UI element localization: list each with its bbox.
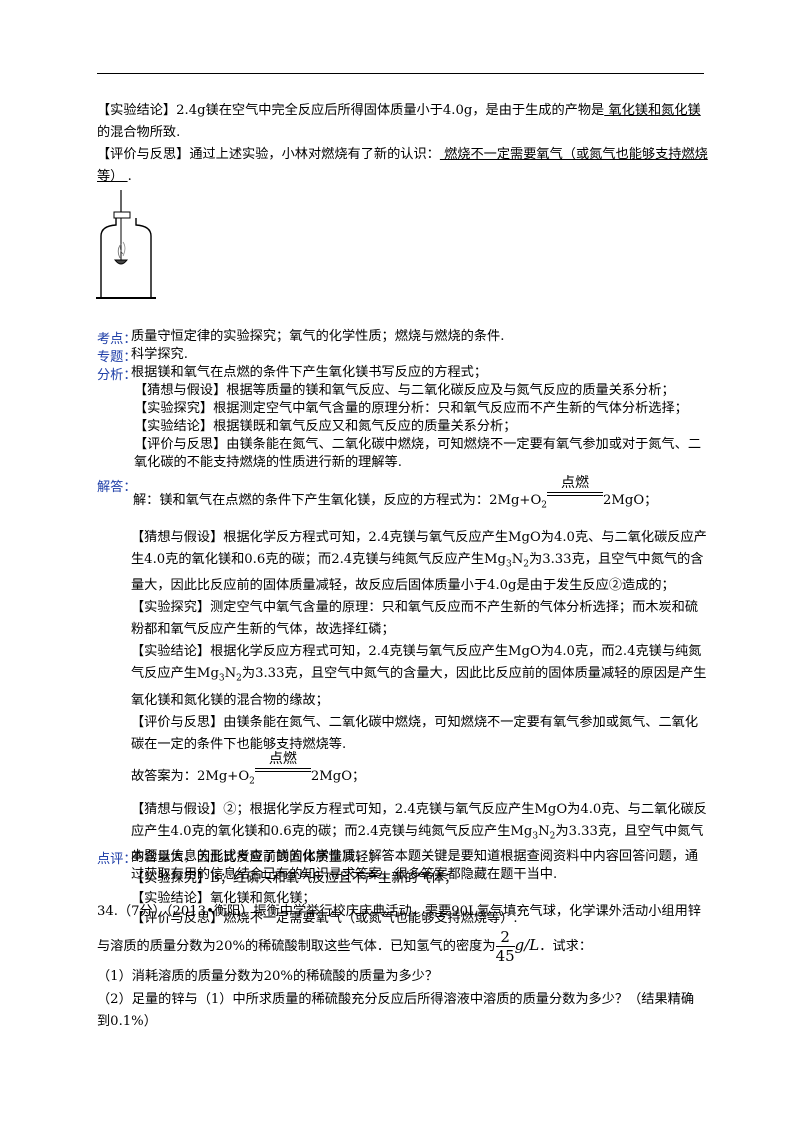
- fenxi-body: 根据镁和氧气在点燃的条件下产生氧化镁书写反应的方程式； 【猜想与假设】根据等质量…: [131, 364, 711, 472]
- reflection-tail: .: [127, 169, 132, 184]
- fenxi-line-4: 【实验结论】根据镁既和氧气反应又和氮气反应的质量关系分析；: [134, 419, 517, 434]
- answer-conclusion: 【实验结论】氧化镁和氮化镁；: [131, 891, 316, 907]
- answer-hypothesis: 【猜想与假设】②；根据化学反方程式可知，2.4克镁与氧气反应产生MgO为4.0克…: [131, 801, 707, 866]
- dianping-text: 本题以信息的形式考查了镁的化学性质，解答本题关键是要知道根据查阅资料中内容回答问…: [131, 849, 699, 882]
- top-rule: [97, 73, 704, 74]
- bottle-with-burning-spoon-icon: [96, 190, 156, 302]
- zhuanti-label: 专题：: [97, 350, 137, 365]
- fenxi-label: 分析：: [97, 368, 137, 383]
- question-34-part-2: （2）足量的锌与（1）中所求质量的稀硫酸充分反应后所得溶液中溶质的质量分数为多少…: [97, 992, 695, 1029]
- kaodian-text: 质量守恒定律的实验探究；氧气的化学性质；燃烧与燃烧的条件.: [131, 329, 505, 344]
- reflection-text: 通过上述实验，小林对燃烧有了新的认识：: [189, 147, 440, 162]
- conclusion-text: 2.4g镁在空气中完全反应后所得固体质量小于4.0g，是由于生成的产物是: [176, 103, 605, 118]
- reflection-paragraph: 【评价与反思】通过上述实验，小林对燃烧有了新的认识： 燃烧不一定需要氧气（或氮气…: [97, 144, 709, 188]
- conclusion-tail: 的混合物所致.: [97, 125, 181, 140]
- hypothesis-paragraph: 【猜想与假设】根据化学反方程式可知，2.4克镁与氧气反应产生MgO为4.0克、与…: [131, 529, 707, 594]
- fenxi-line-2: 【猜想与假设】根据等质量的镁和氧气反应、与二氧化碳反应及与氮气反应的质量关系分析…: [134, 383, 675, 398]
- fenxi-line-5: 【评价与反思】由镁条能在氮气、二氧化碳中燃烧，可知燃烧不一定要有氧气参加或对于氮…: [134, 437, 702, 470]
- conclusion-paragraph: 【实验结论】2.4g镁在空气中完全反应后所得固体质量小于4.0g，是由于生成的产…: [97, 100, 709, 144]
- reaction-condition-2: 点燃: [254, 751, 311, 780]
- exploration-paragraph: 【实验探究】测定空气中氧气含量的原理：只和氧气反应而不产生新的气体分析选择；而木…: [131, 600, 699, 638]
- kaodian-label: 考点：: [97, 332, 137, 347]
- experiment-conclusion-paragraph: 【实验结论】根据化学反应方程式可知，2.4克镁与氧气反应产生MgO为4.0克，而…: [131, 644, 707, 708]
- question-34-part-1: （1）消耗溶质的质量分数为20%的稀硫酸的质量为多少？: [97, 969, 439, 984]
- evaluation-paragraph: 【评价与反思】由镁条能在氮气、二氧化碳中燃烧，可知燃烧不一定要有氧气参加或氮气、…: [131, 714, 699, 752]
- answer-exploration: 【实验探究】B；红磷只和氧气反应且不产生新的气体；: [131, 871, 458, 887]
- fenxi-line-3: 【实验探究】根据测定空气中氧气含量的原理分析：只和氧气反应而不产生新的气体分析选…: [134, 401, 688, 416]
- dianping-label: 点评：: [97, 852, 137, 867]
- question-34-stem-1: 34.（7分）（2013•衡阳）振衡中学举行校庆庆典活动，需要90L氢气填充气球…: [97, 904, 701, 919]
- reflection-answer: 燃烧不一定需要氧气（或氮气也能够支持燃烧等）: [97, 147, 708, 184]
- zhuanti-text: 科学探究.: [131, 347, 188, 362]
- reaction-condition: 点燃: [547, 475, 603, 504]
- fenxi-line-1: 根据镁和氧气在点燃的条件下产生氧化镁书写反应的方程式；: [131, 365, 488, 380]
- reflection-tag: 【评价与反思】: [97, 147, 190, 162]
- conclusion-tag: 【实验结论】: [97, 103, 177, 118]
- conclusion-answer: 氧化镁和氮化镁: [604, 103, 701, 118]
- answer-evaluation: 【评价与反思】燃烧不一定需要氧气（或氮气也能够支持燃烧等）.: [131, 911, 518, 927]
- jieda-label: 解答：: [97, 480, 137, 495]
